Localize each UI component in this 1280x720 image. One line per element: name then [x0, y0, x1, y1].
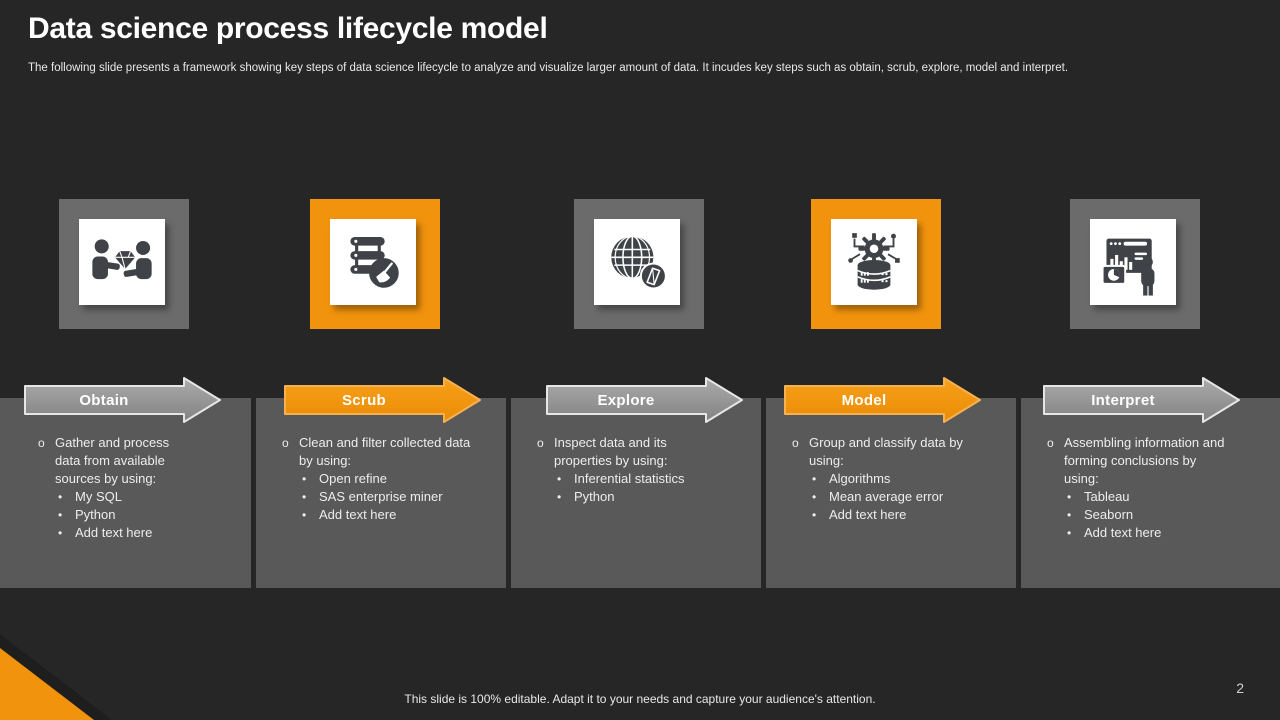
scrub-panel: o Clean and filter collected data by usi… [256, 398, 506, 588]
interpret-arrow: Interpret [1042, 376, 1242, 424]
interpret-icon-box [1070, 199, 1200, 329]
main-bullet-marker: o [537, 436, 544, 450]
obtain-description-row: o Gather and process data from available… [0, 434, 251, 488]
explore-arrow: Explore [545, 376, 745, 424]
main-bullet-marker: o [282, 436, 289, 450]
main-bullet-marker: o [1047, 436, 1054, 450]
list-item: •Tableau [1067, 489, 1130, 504]
list-item: •Algorithms [812, 471, 891, 486]
explore-description-row: o Inspect data and its properties by usi… [511, 434, 761, 470]
step-label: Obtain [79, 391, 129, 409]
model-icon-box [811, 199, 941, 329]
list-item: •Add text here [812, 507, 907, 522]
scrub-description: Clean and filter collected data by using… [299, 435, 471, 468]
interpret-description-row: o Assembling information and forming con… [1021, 434, 1280, 488]
handshake-data-exchange-icon [92, 239, 152, 280]
database-clean-broom-icon [350, 237, 399, 288]
arrow-shape-orange [784, 377, 981, 423]
scrub-icon-tile [330, 219, 416, 305]
list-item: •Add text here [302, 507, 397, 522]
obtain-icon-tile [79, 219, 165, 305]
obtain-panel: o Gather and process data from available… [0, 398, 251, 588]
list-item: •SAS enterprise miner [302, 489, 443, 504]
list-item: •Add text here [1067, 525, 1162, 540]
globe-compass-icon [611, 235, 667, 290]
obtain-arrow: Obtain [23, 376, 223, 424]
page-number: 2 [1236, 680, 1244, 696]
main-bullet-marker: o [38, 436, 45, 450]
step-label: Model [841, 391, 887, 409]
scrub-icon-box [310, 199, 440, 329]
interpret-panel: o Assembling information and forming con… [1021, 398, 1280, 588]
model-icon-tile [831, 219, 917, 305]
step-label: Explore [597, 391, 655, 409]
obtain-icon-box [59, 199, 189, 329]
explore-description: Inspect data and its properties by using… [554, 435, 668, 468]
explore-icon-box [574, 199, 704, 329]
list-item: •Python [557, 489, 615, 504]
model-description: Group and classify data by using: [809, 435, 963, 468]
interpret-icon-tile [1090, 219, 1176, 305]
arrow-shape-orange [284, 377, 481, 423]
list-item: •Seaborn [1067, 507, 1134, 522]
list-item: •Mean average error [812, 489, 944, 504]
obtain-description: Gather and process data from available s… [55, 435, 170, 486]
list-item: •Add text here [58, 525, 153, 540]
explore-panel: o Inspect data and its properties by usi… [511, 398, 761, 588]
arrow-shape-gray [24, 377, 221, 423]
scrub-description-row: o Clean and filter collected data by usi… [256, 434, 506, 470]
list-item: •Inferential statistics [557, 471, 685, 486]
scrub-arrow: Scrub [283, 376, 483, 424]
list-item: •My SQL [58, 489, 122, 504]
database-gear-icon [848, 233, 900, 290]
explore-icon-tile [594, 219, 680, 305]
page-title: Data science process lifecycle model [28, 12, 548, 45]
dashboard-presenter-icon [1101, 238, 1155, 296]
list-item: •Python [58, 507, 116, 522]
step-label: Scrub [341, 391, 386, 409]
step-label: Interpret [1091, 391, 1155, 409]
slide-subtitle: The following slide presents a framework… [28, 62, 1069, 74]
corner-triangle [0, 648, 94, 720]
main-bullet-marker: o [792, 436, 799, 450]
arrow-shape-gray [1043, 377, 1240, 423]
interpret-description: Assembling information and forming concl… [1064, 435, 1225, 486]
list-item: •Open refine [302, 471, 387, 486]
model-description-row: o Group and classify data by using: [766, 434, 1016, 470]
model-arrow: Model [783, 376, 983, 424]
arrow-shape-gray [546, 377, 743, 423]
footer-note: This slide is 100% editable. Adapt it to… [404, 692, 876, 706]
model-panel: o Group and classify data by using: •Alg… [766, 398, 1016, 588]
